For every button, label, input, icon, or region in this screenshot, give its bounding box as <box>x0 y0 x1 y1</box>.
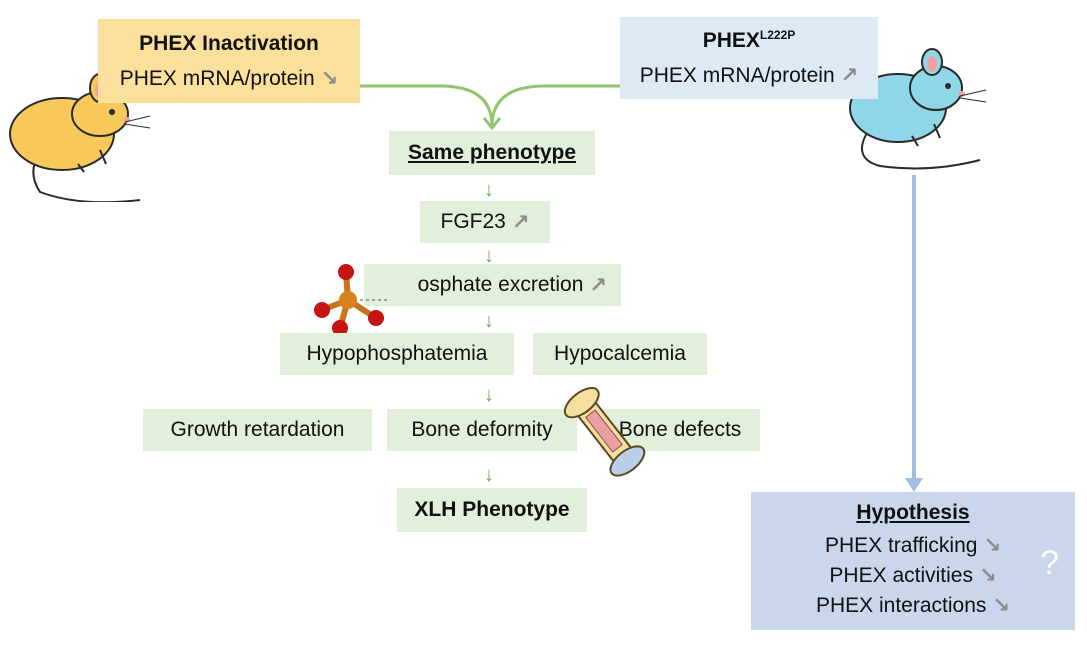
hypothesis-item-label: PHEX activities <box>829 564 973 587</box>
phex-inactivation-title: PHEX Inactivation <box>139 31 319 55</box>
hypothesis-item: PHEX activities↘ <box>829 561 996 591</box>
down-arrow-icon: ↓ <box>484 179 494 201</box>
hypothesis-item-label: PHEX interactions <box>815 594 987 617</box>
hypothesis-item: PHEX interactions↘ <box>816 591 1010 621</box>
phex-l222p-box: PHEXL222P PHEX mRNA/protein↗ <box>620 17 878 99</box>
hypothesis-item-label: PHEX trafficking <box>824 534 978 557</box>
phex-l222p-title-sup: L222P <box>759 28 796 42</box>
growth-retardation-box: Growth retardation <box>143 409 372 451</box>
same-phenotype-box: Same phenotype <box>389 131 595 175</box>
hypophosphatemia-box: Hypophosphatemia <box>280 333 514 375</box>
phex-inactivation-text: PHEX mRNA/protein <box>119 66 315 90</box>
question-mark-icon: ? <box>1040 544 1059 582</box>
down-arrow-icon: ↓ <box>484 245 494 267</box>
hypothesis-box: Hypothesis PHEX trafficking↘ PHEX activi… <box>751 492 1075 630</box>
merge-arrow-left <box>360 84 494 127</box>
down-arrow-icon: ↓ <box>484 310 494 332</box>
hypocalcemia-label: Hypocalcemia <box>554 342 686 365</box>
fgf23-label: FGF23 <box>440 210 506 233</box>
hypothesis-title: Hypothesis <box>856 501 970 524</box>
growth-retardation-label: Growth retardation <box>170 418 345 441</box>
decrease-arrow-icon: ↘ <box>978 564 997 587</box>
hypophosphatemia-label: Hypophosphatemia <box>306 342 488 365</box>
phosphate-excretion-box: osphate excretion↗ <box>364 264 621 306</box>
phex-inactivation-line: PHEX mRNA/protein↘ <box>120 66 339 91</box>
increase-arrow-icon: ↗ <box>589 273 607 297</box>
phosphate-excretion-label: osphate excretion <box>417 273 584 296</box>
bone-deformity-label: Bone deformity <box>411 418 553 441</box>
phosphate-molecule-icon <box>314 264 390 336</box>
decrease-arrow-icon: ↘ <box>992 594 1011 617</box>
down-arrow-icon: ↓ <box>484 464 494 486</box>
bone-defects-box: Bone defects <box>600 409 760 451</box>
decrease-arrow-icon: ↘ <box>320 66 339 90</box>
hypothesis-item: PHEX trafficking↘ <box>825 531 1001 561</box>
hypothesis-arrowhead <box>905 478 923 492</box>
bone-deformity-box: Bone deformity <box>387 409 577 451</box>
hypocalcemia-box: Hypocalcemia <box>533 333 707 375</box>
decrease-arrow-icon: ↘ <box>983 534 1002 557</box>
phex-l222p-line: PHEX mRNA/protein↗ <box>640 63 859 88</box>
phex-l222p-title-main: PHEX <box>702 29 760 52</box>
bone-icon <box>563 387 646 477</box>
xlh-phenotype-label: XLH Phenotype <box>414 498 570 521</box>
phex-l222p-title: PHEXL222P <box>703 28 796 53</box>
phex-l222p-text: PHEX mRNA/protein <box>639 64 835 87</box>
merge-arrowhead <box>482 117 502 131</box>
fgf23-box: FGF23↗ <box>420 201 550 243</box>
increase-arrow-icon: ↗ <box>511 210 530 234</box>
bone-defects-label: Bone defects <box>618 418 742 441</box>
same-phenotype-label: Same phenotype <box>407 141 577 164</box>
increase-arrow-icon: ↗ <box>840 64 859 87</box>
xlh-phenotype-box: XLH Phenotype <box>397 488 587 532</box>
merge-arrow-right <box>490 84 620 127</box>
phex-inactivation-box: PHEX Inactivation PHEX mRNA/protein↘ <box>98 19 360 103</box>
down-arrow-icon: ↓ <box>484 384 494 406</box>
